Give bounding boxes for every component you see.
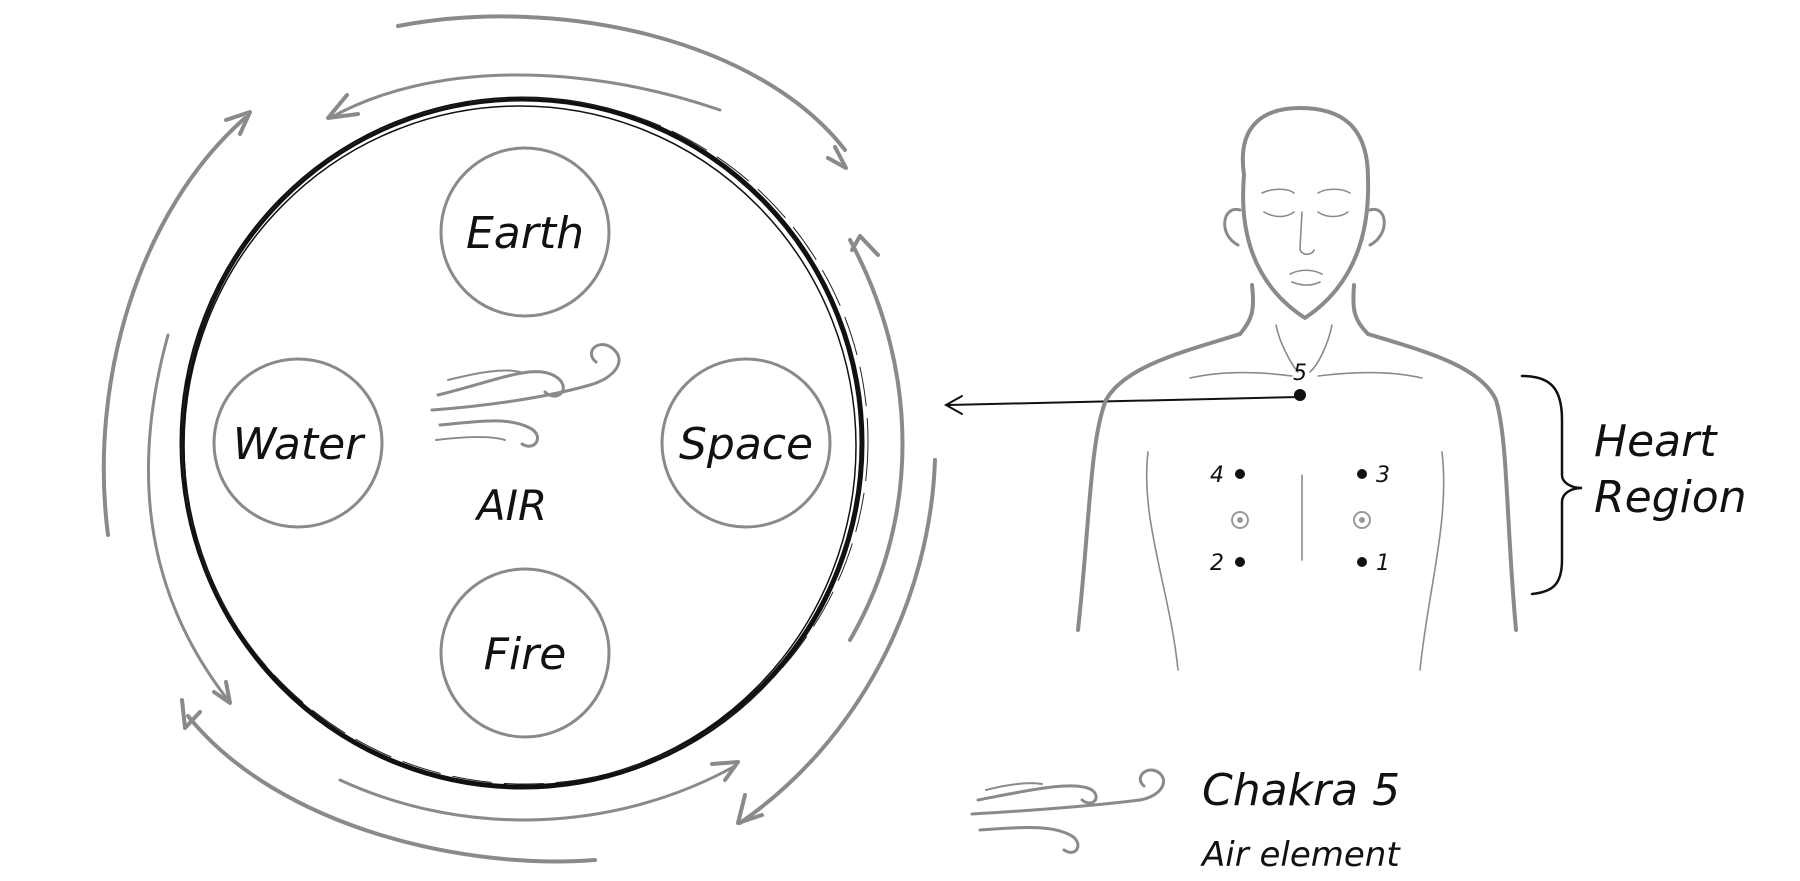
arrow-right-outer [738, 458, 937, 825]
space-label: Space [679, 419, 813, 470]
arrow-left-inner [147, 333, 230, 702]
right-ear [1368, 208, 1386, 247]
right-nipple [1353, 511, 1371, 529]
chakra-points: 5 4 3 2 1 [1210, 361, 1390, 576]
chakra-point-3 [1357, 469, 1367, 479]
chakra-point-4 [1235, 469, 1245, 479]
outer-ring-sketch [183, 105, 857, 787]
arrowhead-bottom-left [180, 698, 202, 730]
arrow-left-outer [101, 116, 247, 537]
right-eye [1317, 211, 1349, 218]
left-collarbone [1189, 371, 1293, 379]
chakra-point-5 [1294, 389, 1306, 401]
arrow-bottom-inner [338, 764, 737, 822]
fire-label: Fire [484, 629, 567, 680]
pointer-arrow [943, 395, 1301, 415]
chakra-point-1 [1357, 557, 1367, 567]
chakra-point-2 [1235, 557, 1245, 567]
arrowhead-top-right [826, 145, 848, 170]
chakra-label-3: 3 [1376, 463, 1390, 488]
water-circle [212, 357, 384, 529]
earth-circle [439, 146, 611, 318]
arrowhead-right-down [736, 793, 764, 825]
arrow-right-inner [848, 238, 905, 642]
right-collarbone [1317, 371, 1423, 379]
arrow-bottom-outer [186, 714, 597, 864]
chakra-label-4: 4 [1210, 463, 1224, 488]
arrowhead-left-up [224, 110, 252, 136]
earth-label: Earth [466, 208, 584, 259]
arrowhead-top-left [326, 93, 360, 120]
nose [1299, 211, 1315, 256]
left-shoulder-arm [1076, 332, 1242, 632]
legend-subtitle: Air element [1200, 835, 1401, 875]
water-label: Water [233, 419, 366, 470]
element-circle [179, 96, 869, 790]
element-nodes: Earth Water Space Fire [212, 146, 832, 739]
left-nipple [1231, 511, 1249, 529]
right-shoulder-arm [1366, 332, 1518, 632]
chakra-label-5: 5 [1293, 361, 1307, 386]
air-wind-icon [430, 343, 621, 448]
arrow-top-inner [328, 73, 722, 120]
chakra-label-1: 1 [1376, 551, 1390, 576]
pointer-arrowhead [943, 395, 963, 415]
pointer-line [947, 396, 1301, 406]
chakra-label-2: 2 [1210, 551, 1224, 576]
cycle-arrows [101, 14, 937, 864]
head-outline [1240, 106, 1371, 320]
left-ear [1223, 208, 1242, 247]
mouth [1289, 269, 1323, 275]
human-figure [1076, 106, 1518, 671]
fire-circle [439, 567, 611, 739]
heart-region-label-line1: Heart [1594, 416, 1718, 467]
heart-region-brace [1520, 374, 1583, 596]
legend-title: Chakra 5 [1202, 765, 1400, 816]
arrowhead-left-down [212, 680, 232, 705]
space-circle [660, 357, 832, 529]
legend-wind-icon [970, 768, 1165, 854]
left-eye [1263, 211, 1295, 218]
air-label: AIR [474, 481, 547, 530]
heart-region-label-line2: Region [1594, 472, 1747, 523]
arrowhead-right-up [850, 234, 880, 257]
arrow-top-outer [396, 14, 847, 152]
arrowhead-bottom-right [710, 760, 740, 782]
outer-ring-sketch-2 [181, 97, 869, 785]
